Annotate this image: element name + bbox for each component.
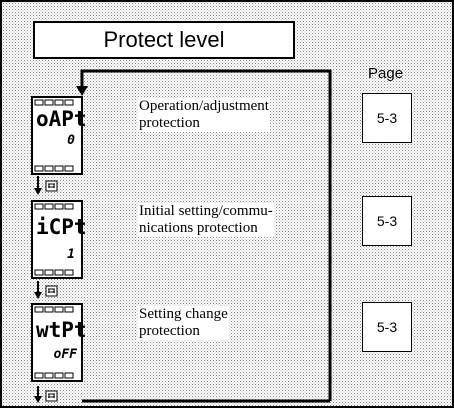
description-line: protection xyxy=(139,323,200,339)
page-ref-2[interactable]: 5-3 xyxy=(362,196,412,246)
loop-arrowhead xyxy=(76,86,88,96)
description-line: protection xyxy=(139,115,200,131)
protect-level-title: Protect level xyxy=(33,21,295,59)
parameter-value: 0 xyxy=(67,133,75,148)
description-line: nications protection xyxy=(139,220,258,236)
parameter-value: 1 xyxy=(67,247,75,262)
arrow-head-2 xyxy=(34,292,42,299)
page-ref-1[interactable]: 5-3 xyxy=(362,93,412,143)
description-1: Operation/adjustment protection xyxy=(138,98,270,132)
controller-display-2: iCPt 1 xyxy=(31,200,87,279)
indicator-lamps xyxy=(34,203,74,276)
page-column-heading: Page xyxy=(368,65,404,82)
controller-display-1: oAPt 0 xyxy=(31,96,87,175)
page-ref-3[interactable]: 5-3 xyxy=(362,302,412,352)
mode-key-icon xyxy=(45,180,58,192)
description-3: Setting change protection xyxy=(138,306,229,340)
flow-loop-line xyxy=(80,69,332,401)
arrow-head-3 xyxy=(34,396,42,403)
indicator-lamps xyxy=(34,306,74,379)
description-line: Setting change xyxy=(139,306,228,322)
parameter-mnemonic: wtPt xyxy=(36,318,87,342)
description-2: Initial setting/commu- nications protect… xyxy=(138,203,274,237)
controller-display-3: wtPt oFF xyxy=(31,303,87,382)
indicator-lamps xyxy=(34,99,74,172)
arrow-head-1 xyxy=(34,188,42,195)
mode-key-icon xyxy=(45,390,58,402)
parameter-value: oFF xyxy=(53,347,77,362)
description-line: Operation/adjustment xyxy=(139,98,269,114)
description-line: Initial setting/commu- xyxy=(139,203,273,219)
parameter-mnemonic: oAPt xyxy=(36,107,87,131)
mode-key-icon xyxy=(45,285,58,297)
parameter-mnemonic: iCPt xyxy=(36,215,87,239)
